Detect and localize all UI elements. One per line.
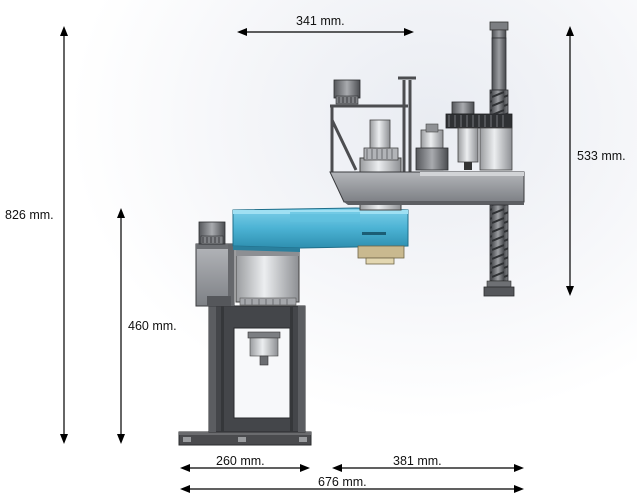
carriage-beam — [329, 171, 525, 205]
base-motor — [247, 331, 281, 366]
column-housing — [195, 243, 235, 307]
dim-label-total-width: 676 mm. — [318, 475, 367, 489]
joint1-cylinder — [235, 249, 300, 306]
column-top-motor — [198, 221, 226, 245]
elbow-hub — [357, 245, 405, 265]
beam-motor — [415, 123, 449, 171]
dim-label-total-height: 826 mm. — [5, 208, 54, 222]
ball-screw — [483, 21, 515, 297]
dim-label-column-height: 460 mm. — [128, 319, 177, 333]
column-frame — [208, 305, 306, 433]
arm-link-1 — [232, 207, 409, 252]
dim-label-base-to-axis: 381 mm. — [393, 454, 442, 468]
bracket-motor — [333, 79, 361, 105]
dim-label-z-stroke: 533 mm. — [577, 149, 626, 163]
dim-label-base-width: 260 mm. — [216, 454, 265, 468]
pulley-assembly — [445, 101, 513, 171]
dimension-lines — [60, 26, 574, 493]
dim-label-arm-reach: 341 mm. — [296, 14, 345, 28]
upper-bracket — [330, 76, 416, 172]
base-plate — [178, 431, 312, 446]
